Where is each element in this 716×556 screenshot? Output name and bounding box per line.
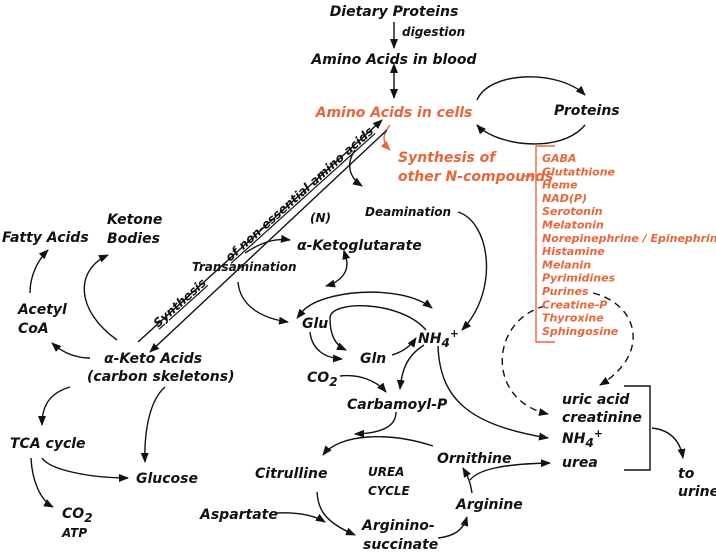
label-succinate: succinate <box>363 537 438 553</box>
arrow-synthesis-n <box>380 124 391 151</box>
label-deamination: Deamination <box>365 205 451 219</box>
arrow-nh4-nh4out <box>437 345 549 441</box>
arrow-proteins-to-cells <box>476 124 586 145</box>
label-atp: ATP <box>61 526 87 540</box>
arrow-acetyl-fatty <box>29 249 49 294</box>
label-to: to <box>678 466 695 482</box>
arrow-to-deamination <box>348 149 363 187</box>
arrow-akg-glu <box>325 249 351 288</box>
arrow-co2-carbamoyl <box>339 374 387 393</box>
arrow-tca-glucose <box>41 457 129 482</box>
n-compound-item: NAD(P) <box>542 192 587 205</box>
label-dietary-proteins: Dietary Proteins <box>330 4 459 20</box>
label-gln: Gln <box>360 351 386 367</box>
arrow-argsucc-arginine <box>437 516 469 539</box>
n-compound-item: Melanin <box>542 258 591 271</box>
label-arginino: Arginino- <box>361 518 435 534</box>
n-compound-item: Norepinephrine / Epinephrine <box>542 232 716 245</box>
label-amino-acids-blood: Amino Acids in blood <box>310 52 477 68</box>
label-amino-acids-cells: Amino Acids in cells <box>315 105 473 121</box>
label-digestion: digestion <box>402 25 465 39</box>
arrow-ornithine-citrulline <box>322 436 434 456</box>
label-urea-out: urea <box>562 455 598 471</box>
arrow-to-urine <box>651 427 686 459</box>
label-urea: UREA <box>368 465 404 479</box>
n-compound-item: Creatine-P <box>542 298 607 311</box>
n-compounds-list: GABAGlutathioneHemeNAD(P)SerotoninMelato… <box>542 152 716 338</box>
label-proteins: Proteins <box>554 103 620 119</box>
label-n: (N) <box>310 211 331 225</box>
label-keto-acids: α-Keto Acids <box>104 351 202 367</box>
label-fatty-acids: Fatty Acids <box>2 230 89 246</box>
label-arginine: Arginine <box>455 497 523 513</box>
n-compound-item: Serotonin <box>542 205 603 218</box>
arrow-nh4-carbamoyl <box>396 344 425 390</box>
arrow-arginine-ornithine <box>462 467 473 494</box>
n-compound-item: Glutathione <box>542 165 616 178</box>
arrow-aspartate <box>274 512 326 523</box>
line-synthesis-up <box>137 119 383 343</box>
n-compound-item: Melatonin <box>542 219 604 232</box>
label-co2: CO2 <box>307 370 338 389</box>
n-compound-item: GABA <box>542 152 576 165</box>
label-carbon-skeletons: (carbon skeletons) <box>87 369 234 385</box>
n-compound-item: Sphingosine <box>542 325 619 338</box>
n-compound-item: Histamine <box>542 245 605 258</box>
arrows <box>29 22 686 539</box>
arrow-keto-acetyl <box>51 342 91 359</box>
label-other-n-compounds: other N-compounds <box>398 169 554 185</box>
arrow-trans-akg <box>244 234 291 254</box>
label-ketone: Ketone <box>107 212 162 228</box>
label-urine: urine <box>678 484 716 500</box>
label-co2-tca: CO2 <box>62 506 93 525</box>
label-tca-cycle: TCA cycle <box>10 436 86 452</box>
arrow-gln-nh4 <box>391 337 417 356</box>
label-acetyl: Acetyl <box>17 302 67 318</box>
arrow-citrulline-argsucc <box>316 491 356 536</box>
label-bodies: Bodies <box>107 231 160 247</box>
label-aspartate: Aspartate <box>199 507 278 523</box>
n-compound-item: Thyroxine <box>542 312 604 325</box>
arrow-glu-gln <box>309 331 343 363</box>
label-nh4-out: NH4+ <box>562 427 603 450</box>
dashed-creatine-creatinine <box>501 305 549 416</box>
label-nh4: NH4+ <box>418 327 459 350</box>
label-synthesis-of: Synthesis of <box>398 150 497 166</box>
arrow-tca-co2 <box>30 457 54 508</box>
label-creatinine: creatinine <box>562 410 642 426</box>
arrow-keto-tca <box>38 386 71 426</box>
label-glucose: Glucose <box>136 471 198 487</box>
arrow-keto-ketone <box>83 254 118 341</box>
label-coa: CoA <box>18 321 49 337</box>
arrow-nh4-gln-inner <box>329 305 427 351</box>
arrow-deamination-nh4 <box>457 211 488 331</box>
label-ornithine: Ornithine <box>437 451 512 467</box>
n-compound-item: Pyrimidines <box>542 272 616 285</box>
n-compound-item: Heme <box>542 179 578 192</box>
label-cycle: CYCLE <box>368 484 411 498</box>
arrow-carbamoyl-cycle <box>354 411 397 438</box>
label-uric-acid: uric acid <box>562 392 630 408</box>
arrow-cells-to-proteins <box>476 76 586 101</box>
label-citrulline: Citrulline <box>255 466 328 482</box>
arrow-trans-glu <box>237 281 289 325</box>
bracket-urine <box>624 385 651 471</box>
label-synthesis-diag: Synthesis <box>151 276 209 330</box>
arrow-arginine-urea <box>469 459 551 481</box>
arrow-keto-glucose <box>140 386 166 463</box>
label-carbamoyl-p: Carbamoyl-P <box>347 397 448 413</box>
dashed-purines-uric <box>592 292 634 386</box>
n-compound-item: Purines <box>542 285 589 298</box>
label-alpha-ketoglutarate: α-Ketoglutarate <box>297 238 422 254</box>
label-glu: Glu <box>302 316 328 332</box>
label-transamination: Transamination <box>192 260 297 274</box>
arrow-glu-nh4-outer <box>296 291 433 319</box>
labels: Dietary Proteins digestion Amino Acids i… <box>2 4 716 553</box>
bracket-n-compounds <box>535 145 555 343</box>
